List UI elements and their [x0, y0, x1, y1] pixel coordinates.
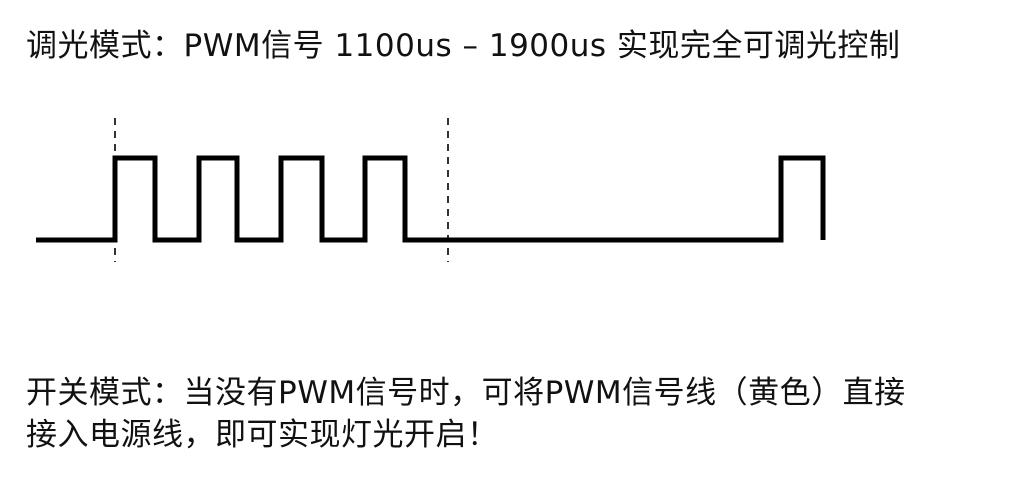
switch-mode-note-line-2: 接入电源线，即可实现灯光开启！ — [26, 417, 499, 453]
pwm-pulse-train — [36, 155, 448, 243]
switch-mode-note-line-1: 开关模式：当没有PWM信号时，可将PWM信号线（黄色）直接 — [26, 375, 906, 411]
switch-mode-note: 开关模式：当没有PWM信号时，可将PWM信号线（黄色）直接 接入电源线，即可实现… — [26, 372, 906, 456]
single-pulse — [448, 155, 826, 243]
dimming-mode-title: 调光模式：PWM信号 1100us – 1900us 实现完全可调光控制 — [26, 28, 901, 64]
